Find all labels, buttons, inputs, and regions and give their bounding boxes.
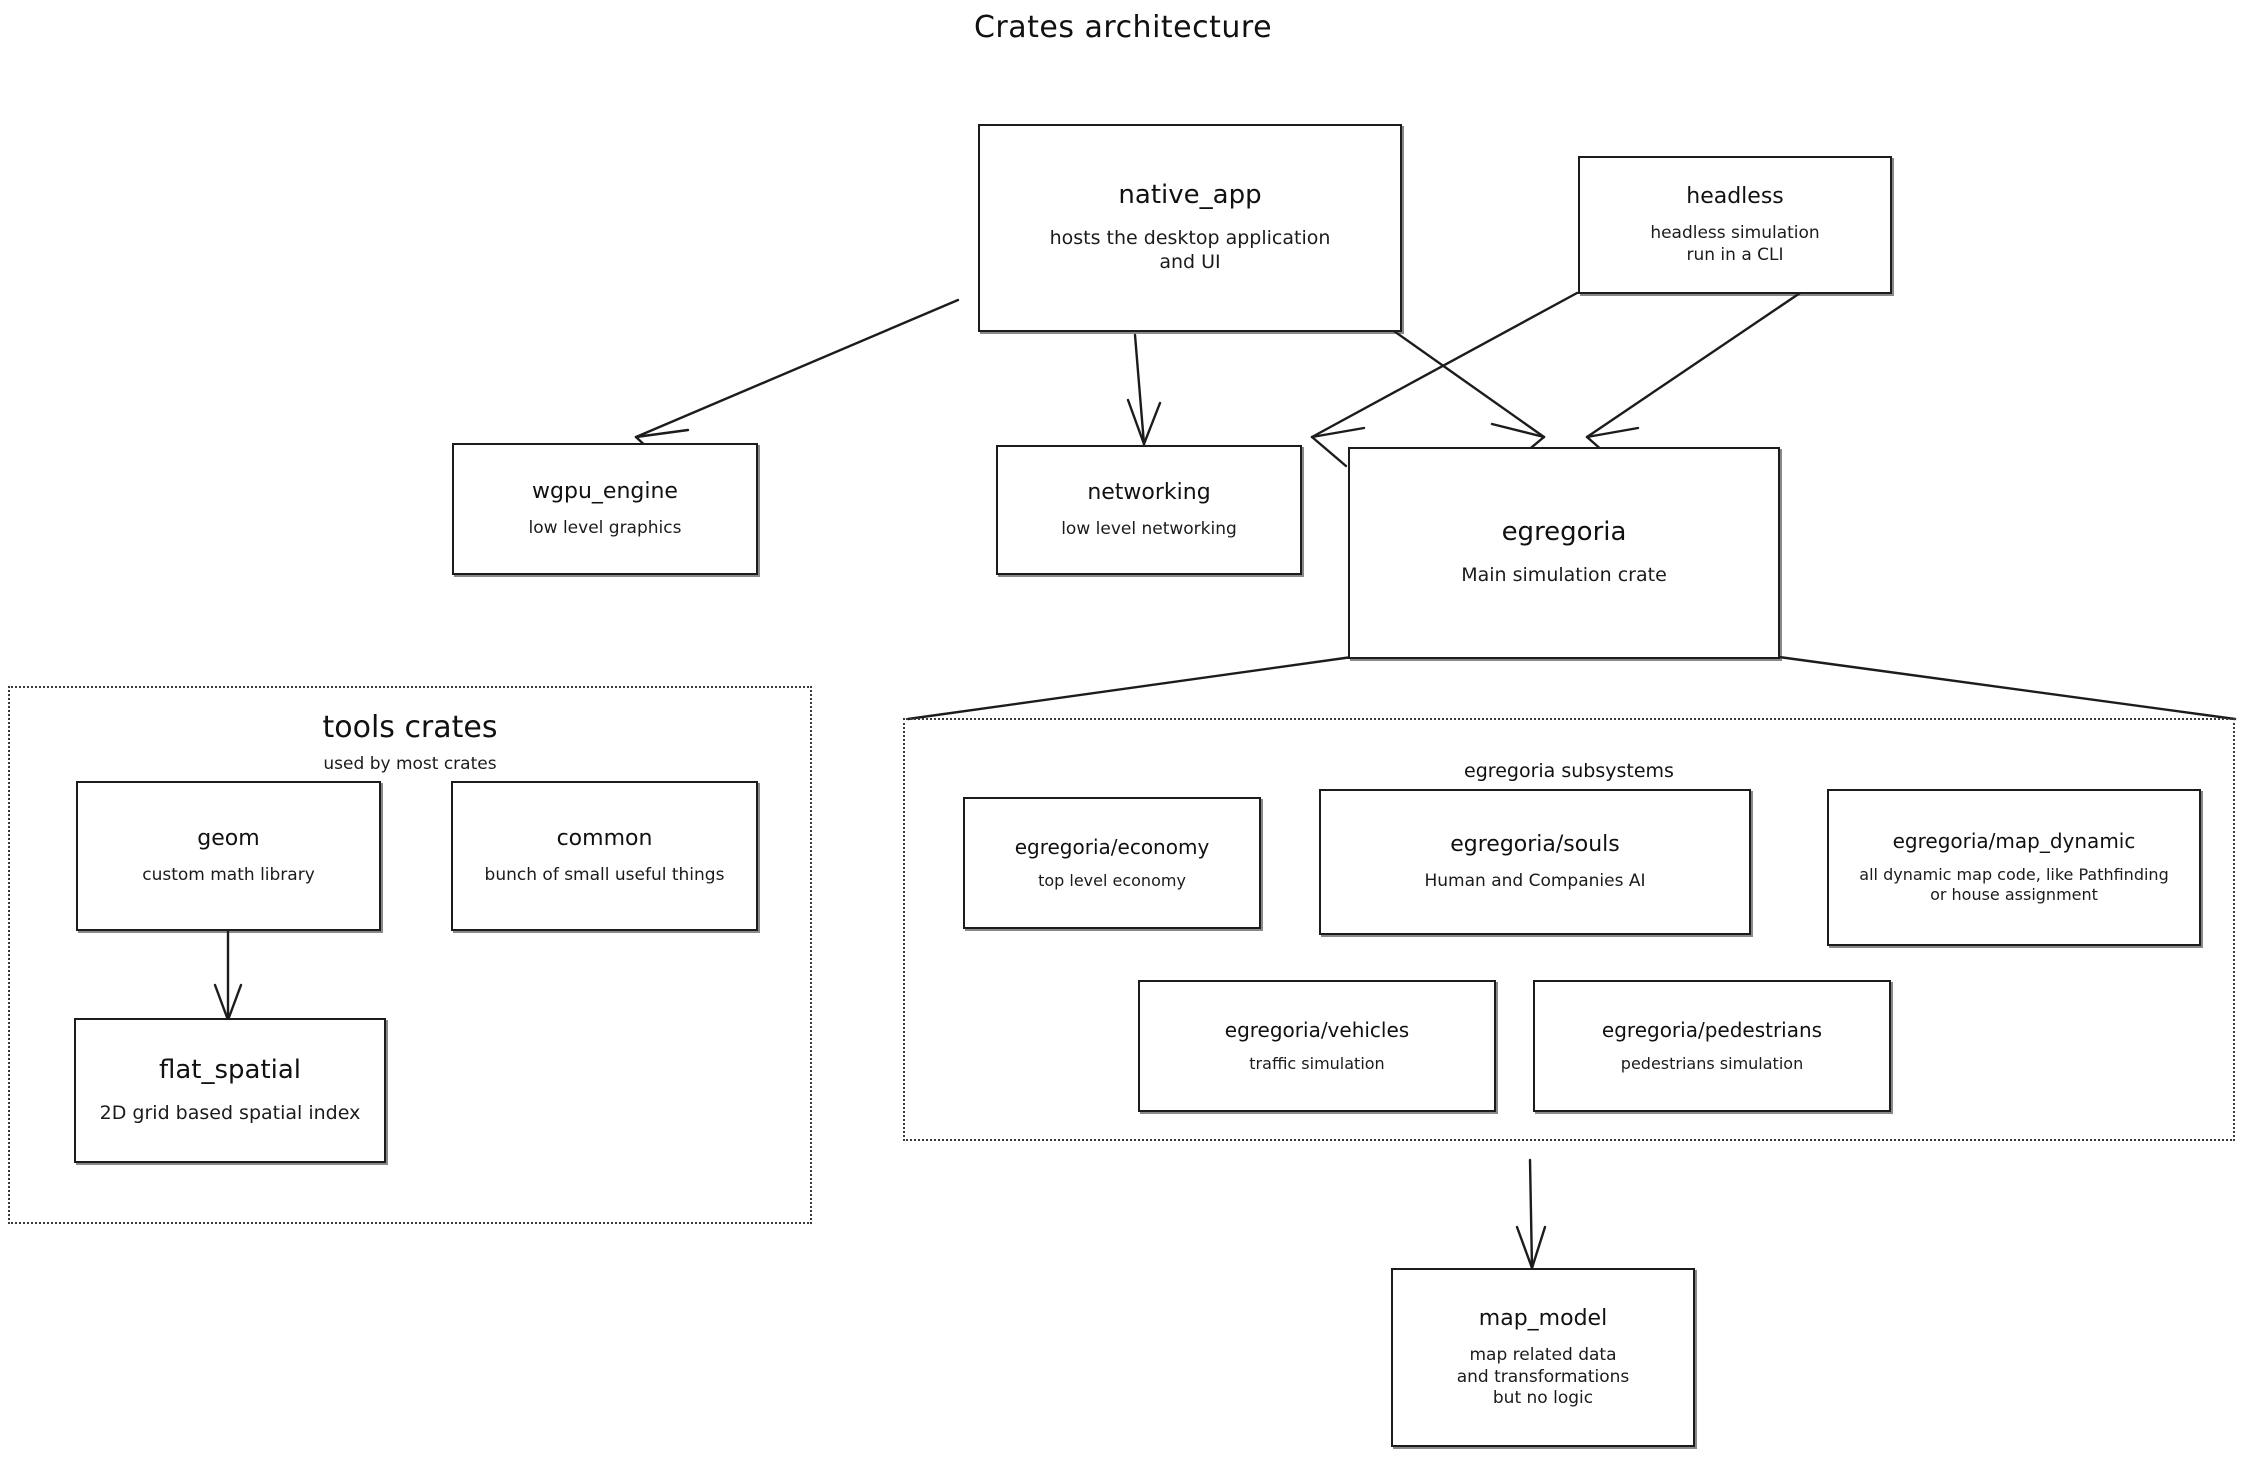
arrow-native-app-to-networking [1126, 333, 1162, 446]
node-description: bunch of small useful things [484, 865, 725, 886]
node-description: headless simulation run in a CLI [1650, 223, 1820, 265]
group-title: tools crates [322, 710, 498, 745]
node-networking[interactable]: networking low level networking [996, 445, 1302, 575]
node-title: map_model [1478, 1305, 1608, 1331]
node-common[interactable]: common bunch of small useful things [451, 781, 758, 931]
node-title: common [556, 825, 653, 851]
node-description: low level graphics [528, 518, 682, 539]
node-egregoria-map-dynamic[interactable]: egregoria/map_dynamic all dynamic map co… [1827, 789, 2201, 946]
arrow-headless-to-egregoria [1585, 291, 1802, 468]
node-title: networking [1087, 479, 1211, 505]
node-egregoria-pedestrians[interactable]: egregoria/pedestrians pedestrians simula… [1533, 980, 1891, 1112]
node-wgpu-engine[interactable]: wgpu_engine low level graphics [452, 443, 758, 575]
node-egregoria-vehicles[interactable]: egregoria/vehicles traffic simulation [1138, 980, 1496, 1112]
arrow-native-app-to-wgpu-engine [634, 298, 960, 469]
node-title: egregoria/vehicles [1224, 1017, 1410, 1042]
group-label: egregoria subsystems [1464, 760, 1674, 782]
node-title: egregoria/pedestrians [1601, 1017, 1823, 1042]
node-native-app[interactable]: native_app hosts the desktop application… [978, 124, 1402, 332]
node-headless[interactable]: headless headless simulation run in a CL… [1578, 156, 1892, 294]
arrow-subsystems-to-map-model [1515, 1158, 1547, 1270]
node-description: Main simulation crate [1461, 564, 1667, 587]
node-title: headless [1686, 184, 1784, 210]
node-egregoria-economy[interactable]: egregoria/economy top level economy [963, 797, 1261, 929]
node-description: custom math library [142, 865, 315, 886]
node-title: native_app [1118, 180, 1262, 211]
node-description: all dynamic map code, like Pathfinding o… [1859, 865, 2169, 904]
node-geom[interactable]: geom custom math library [76, 781, 381, 931]
node-flat-spatial[interactable]: flat_spatial 2D grid based spatial index [74, 1018, 386, 1163]
group-egregoria-subsystems: egregoria subsystems [903, 718, 2235, 1141]
node-title: egregoria/economy [1014, 834, 1210, 859]
node-description: Human and Companies AI [1424, 871, 1646, 892]
group-tools-crates: tools crates used by most crates [8, 686, 812, 1224]
line-egregoria-to-subsystems-left [906, 655, 1354, 721]
node-egregoria[interactable]: egregoria Main simulation crate [1348, 447, 1780, 659]
line-egregoria-to-subsystems-right [1777, 655, 2237, 721]
node-title: flat_spatial [158, 1054, 302, 1085]
node-description: hosts the desktop application and UI [1049, 227, 1331, 273]
node-description: traffic simulation [1249, 1053, 1385, 1073]
node-description: map related data and transformations but… [1456, 1345, 1630, 1408]
node-title: geom [197, 825, 260, 851]
node-egregoria-souls[interactable]: egregoria/souls Human and Companies AI [1319, 789, 1751, 935]
node-title: egregoria/souls [1450, 831, 1620, 857]
node-title: egregoria [1501, 517, 1627, 548]
node-description: top level economy [1038, 870, 1186, 890]
node-description: pedestrians simulation [1620, 1053, 1804, 1073]
page-title: Crates architecture [973, 10, 1273, 45]
group-subtitle: used by most crates [323, 754, 497, 774]
node-title: wgpu_engine [532, 478, 678, 504]
node-description: 2D grid based spatial index [99, 1101, 361, 1124]
node-title: egregoria/map_dynamic [1892, 829, 2136, 853]
node-map-model[interactable]: map_model map related data and transform… [1391, 1268, 1695, 1447]
node-description: low level networking [1061, 519, 1237, 540]
